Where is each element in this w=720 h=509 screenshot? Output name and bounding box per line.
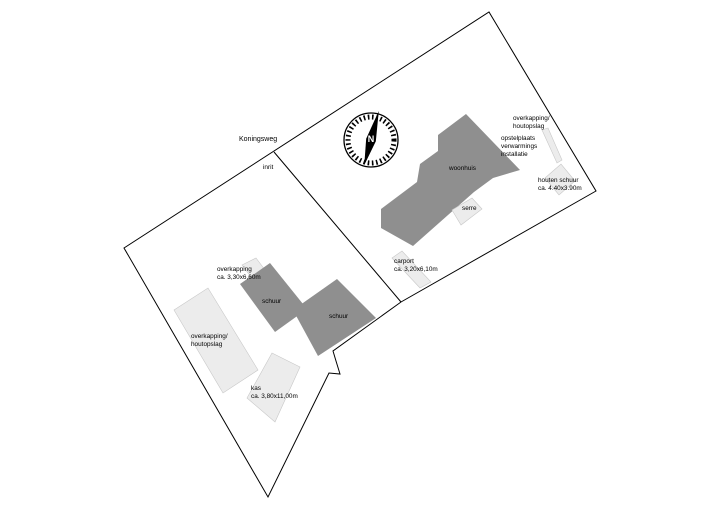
north-arrow-ring bbox=[343, 112, 399, 168]
plot-outline bbox=[123, 11, 597, 499]
driveway-label: inrit bbox=[263, 164, 274, 171]
schuur-2-label: schuur bbox=[329, 313, 349, 320]
serre-shape bbox=[451, 197, 483, 226]
carport-shape bbox=[391, 250, 432, 289]
kas-shape bbox=[246, 352, 301, 423]
opstelplaats-label-line2: verwarmings bbox=[501, 143, 537, 150]
woonhuis-label: woonhuis bbox=[448, 165, 476, 172]
north-arrow-ticks bbox=[345, 114, 397, 166]
kas-label-line2: ca. 3,80x11,00m bbox=[251, 393, 298, 400]
houten-schuur-shape bbox=[544, 163, 576, 196]
opstelplaats-label-line1: opstelplaats bbox=[501, 135, 535, 142]
overkapping-left-label-line2: houtopslag bbox=[191, 341, 223, 348]
carport-label-line1: carport bbox=[394, 258, 414, 265]
houten-schuur-label-line1: houten schuur bbox=[538, 177, 579, 184]
kas-label-line1: kas bbox=[251, 385, 261, 392]
overkapping-mid-label-line2: ca. 3,30x6,60m bbox=[217, 274, 261, 281]
overkapping-top-label-line2: houtopslag bbox=[513, 123, 545, 130]
left-parcel-buildings bbox=[173, 257, 376, 423]
woonhuis-complex bbox=[381, 114, 576, 289]
schuur-1-label: schuur bbox=[262, 298, 282, 305]
road-label: Koningsweg bbox=[239, 136, 277, 143]
schuur-2-shape bbox=[293, 279, 376, 356]
schuur-1-shape bbox=[240, 263, 307, 332]
overkapping-left-label-line1: overkapping/ bbox=[191, 333, 228, 340]
opstelplaats-label-line3: installatie bbox=[501, 151, 528, 158]
plot-boundaries bbox=[123, 11, 597, 499]
overkapping-top-label-line1: overkapping/ bbox=[513, 115, 550, 122]
woonhuis-shape bbox=[381, 114, 520, 246]
overkapping-houtopslag-left-shape bbox=[173, 287, 259, 394]
serre-label: serre bbox=[462, 205, 477, 212]
north-arrow-label: N bbox=[368, 134, 375, 144]
parcel-divider bbox=[273, 151, 402, 303]
overkapping-houtopslag-top-shape bbox=[541, 127, 563, 164]
north-arrow: N bbox=[343, 111, 399, 168]
labels: Koningsweg inrit woonhuis serre opstelpl… bbox=[191, 115, 582, 400]
overkapping-mid-label-line1: overkapping bbox=[217, 266, 252, 273]
north-arrow-needle bbox=[364, 111, 379, 166]
houten-schuur-label-line2: ca. 4.40x3.90m bbox=[538, 185, 582, 192]
carport-label-line2: ca. 3,20x6,10m bbox=[394, 266, 438, 273]
